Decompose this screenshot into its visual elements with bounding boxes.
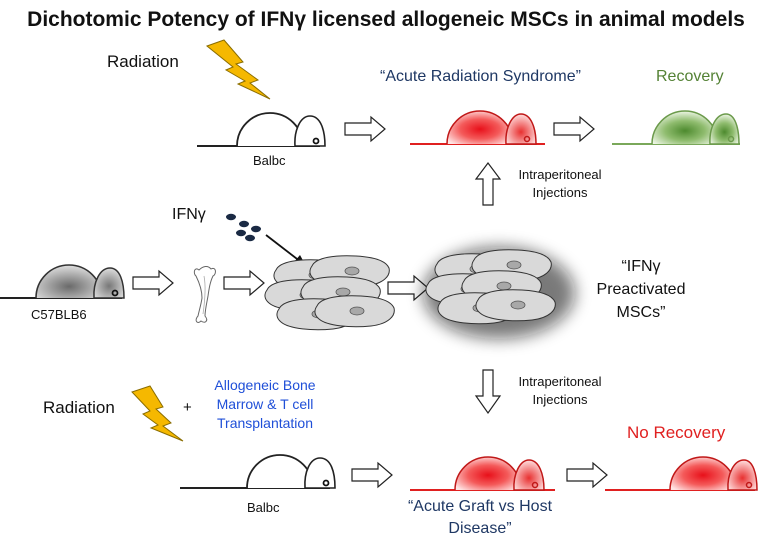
injection-line-1: Intraperitoneal xyxy=(518,374,602,389)
radiation-label-top: Radiation xyxy=(107,52,179,71)
msc-label-line-1: “IFNγ xyxy=(621,258,661,275)
msc-label-line-2: Preactivated xyxy=(596,281,686,298)
ifn-molecules xyxy=(226,213,261,242)
arrow-right-1 xyxy=(344,116,386,142)
injection-line-2: Injections xyxy=(532,392,588,407)
mouse-balbc-bottom xyxy=(180,454,336,489)
msc-cells-activated xyxy=(423,247,575,339)
bone-icon xyxy=(193,266,216,323)
mouse-c57blb6 xyxy=(0,264,125,299)
transplant-line-1: Allogeneic Bone xyxy=(214,377,316,393)
injection-label-top: Intraperitoneal Injections xyxy=(508,167,612,200)
mouse-recovery xyxy=(612,110,740,145)
recovery-label: Recovery xyxy=(656,68,724,85)
gvhd-line-2: Disease” xyxy=(448,520,512,537)
arrow-down-injection xyxy=(474,369,502,415)
lightning-icon-bottom xyxy=(131,385,184,442)
arrow-right-4 xyxy=(223,270,265,296)
arrow-right-7 xyxy=(566,462,608,488)
transplant-line-2: Marrow & T cell xyxy=(216,396,314,412)
msc-label-line-3: MSCs” xyxy=(616,304,666,321)
arrow-up-injection xyxy=(474,162,502,206)
arrow-right-6 xyxy=(351,462,393,488)
mouse-balbc-top xyxy=(197,112,326,147)
msc-cells-naive xyxy=(264,255,395,331)
radiation-label-bottom: Radiation xyxy=(43,398,115,417)
preactivated-msc-label: “IFNγ Preactivated MSCs” xyxy=(588,255,694,324)
injection-line-1: Intraperitoneal xyxy=(518,167,602,182)
injection-line-2: Injections xyxy=(532,185,588,200)
arrow-right-5 xyxy=(387,275,429,301)
acute-gvhd-label: “Acute Graft vs Host Disease” xyxy=(380,496,580,540)
arrow-right-2 xyxy=(553,116,595,142)
mouse-acute-radiation xyxy=(410,110,545,145)
transplantation-label: Allogeneic Bone Marrow & T cell Transpla… xyxy=(193,376,337,433)
lightning-icon-top xyxy=(205,39,271,100)
transplant-line-3: Transplantation xyxy=(217,415,313,431)
gvhd-line-1: “Acute Graft vs Host xyxy=(407,498,553,515)
mouse-no-recovery xyxy=(605,456,758,491)
no-recovery-label: No Recovery xyxy=(627,423,726,442)
acute-radiation-syndrome-label: “Acute Radiation Syndrome” xyxy=(380,68,581,85)
balbc-label-top: Balbc xyxy=(253,153,286,168)
injection-label-bottom: Intraperitoneal Injections xyxy=(508,374,612,407)
plus-sign: + xyxy=(183,399,192,416)
c57blb6-label: C57BLB6 xyxy=(31,307,87,322)
arrow-right-3 xyxy=(132,270,174,296)
balbc-label-bottom: Balbc xyxy=(247,500,280,515)
mouse-acute-gvhd xyxy=(410,456,555,491)
ifn-label: IFNγ xyxy=(172,206,206,223)
page-title: Dichotomic Potency of IFNγ licensed allo… xyxy=(27,8,745,31)
